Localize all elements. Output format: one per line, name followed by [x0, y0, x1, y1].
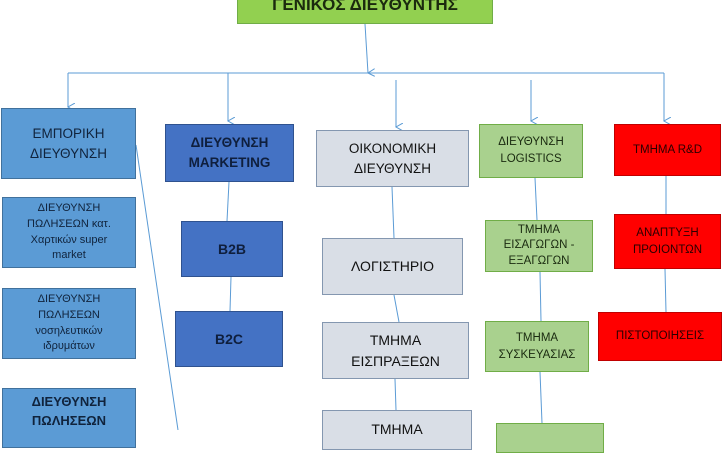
node-certifications: ΠΙΣΤΟΠΟΙΗΣΕΙΣ [598, 312, 722, 361]
node-import-export: ΤΜΗΜΑ ΕΙΣΑΓΩΓΩΝ - ΕΞΑΓΩΓΩΝ [485, 220, 593, 272]
connector-development-cert [664, 268, 667, 313]
connector-b2b-b2c [229, 276, 232, 312]
connector-accounting-collections [393, 294, 400, 323]
connector-commercial-long [135, 144, 179, 430]
connector-logistics-import [534, 177, 538, 221]
node-b2c: B2C [175, 311, 283, 367]
connector-marketing-b2b [226, 181, 230, 222]
node-product-development: ΑΝΑΠΤΥΞΗ ΠΡΟΙΟΝΤΩΝ [614, 214, 721, 269]
connector-import-packaging [539, 271, 542, 322]
node-sales-management-3: ΔΙΕΥΘΥΝΣΗ ΠΩΛΗΣΕΩΝ [2, 388, 136, 448]
node-rnd-department: ΤΜΗΜΑ R&D [614, 124, 721, 176]
connector-collections-3 [394, 378, 397, 411]
connector-finance-accounting [391, 186, 395, 239]
node-sales-supermarket: ΔΙΕΥΘΥΝΣΗ ΠΩΛΗΣΕΩΝ κατ. Χαρτικών super m… [2, 197, 136, 268]
node-logistics-management: ΔΙΕΥΘΥΝΣΗ LOGISTICS [479, 124, 583, 178]
node-accounting: ΛΟΓΙΣΤΗΡΙΟ [322, 238, 463, 295]
node-finance-management: ΟΙΚΟΝΟΜΙΚΗ ΔΙΕΥΘΥΝΣΗ [316, 130, 469, 187]
connector-packaging-3 [539, 371, 543, 424]
connector-lines [0, 23, 722, 430]
node-marketing-management: ΔΙΕΥΘΥΝΣΗ MARKETING [165, 124, 294, 182]
node-commercial-management: ΕΜΠΟΡΙΚΗ ΔΙΕΥΘΥΝΣΗ [1, 108, 136, 179]
node-sales-hospitals: ΔΙΕΥΘΥΝΣΗ ΠΩΛΗΣΕΩΝ νοσηλευτικών ιδρυμάτω… [2, 288, 136, 359]
node-b2b: B2B [181, 221, 283, 277]
connector-root-down [364, 23, 368, 73]
node-logistics-dept-3 [496, 423, 604, 453]
node-collections: ΤΜΗΜΑ ΕΙΣΠΡΑΞΕΩΝ [322, 322, 469, 379]
node-finance-dept-3: ΤΜΗΜΑ [322, 410, 472, 450]
node-packaging: ΤΜΗΜΑ ΣΥΣΚΕΥΑΣΙΑΣ [485, 321, 589, 372]
root-node-general-manager: ΓΕΝΙΚΟΣ ΔΙΕΥΘΥΝΤΗΣ [237, 0, 493, 24]
